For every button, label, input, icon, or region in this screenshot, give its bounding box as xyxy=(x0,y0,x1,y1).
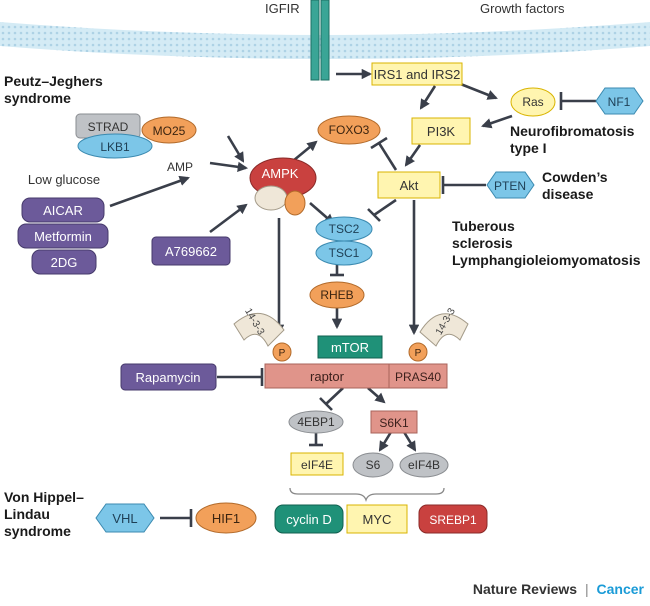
svg-text:Tuberous: Tuberous xyxy=(452,218,515,234)
nf1-node[interactable] xyxy=(595,87,644,115)
ampk-beta-subunit xyxy=(284,190,306,216)
svg-text:Cowden’s: Cowden’s xyxy=(542,169,608,185)
journal-section: Cancer xyxy=(597,581,645,597)
s6k1-node[interactable] xyxy=(370,410,418,434)
svg-text:Peutz–Jeghers: Peutz–Jeghers xyxy=(4,73,103,89)
strad-label: STRAD xyxy=(88,120,129,134)
connectors xyxy=(109,68,596,527)
rheb-label: RHEB xyxy=(320,288,353,302)
myc-label: MYC xyxy=(363,512,392,527)
s6-node[interactable] xyxy=(352,452,394,478)
pi3k-label: PI3K xyxy=(427,124,456,139)
pi3k-node[interactable] xyxy=(411,117,471,145)
ebp1-node[interactable] xyxy=(288,410,344,434)
target-bracket xyxy=(289,487,445,503)
phosphate-left-label: P xyxy=(279,348,286,359)
svg-text:Lymphangioleiomyomatosis: Lymphangioleiomyomatosis xyxy=(452,252,641,268)
myc-node[interactable] xyxy=(346,504,408,534)
phosphate-right xyxy=(408,342,428,362)
srebp1-label: SREBP1 xyxy=(429,513,477,527)
eif4b-label: eIF4B xyxy=(408,458,440,472)
vhl-label: VHL xyxy=(112,511,137,526)
journal-credit: Nature Reviews | Cancer xyxy=(473,581,645,597)
nf1-label: NF1 xyxy=(608,95,631,109)
irs-label: IRS1 and IRS2 xyxy=(374,67,461,82)
dg2-label: 2DG xyxy=(51,255,78,270)
low-glucose-label: Low glucose xyxy=(28,172,100,187)
foxo3-label: FOXO3 xyxy=(329,123,370,137)
growth-factors-label: Growth factors xyxy=(480,1,565,16)
tsc1-node[interactable] xyxy=(315,240,373,266)
svg-text:sclerosis: sclerosis xyxy=(452,235,513,251)
ampk-gamma-subunit xyxy=(254,185,288,211)
hif1-node[interactable] xyxy=(195,502,257,534)
eif4b-node[interactable] xyxy=(399,452,449,478)
eif4e-label: eIF4E xyxy=(301,458,333,472)
cyclin-d-label: cyclin D xyxy=(286,512,332,527)
srebp1-node[interactable] xyxy=(418,504,488,534)
tsc1-label: TSC1 xyxy=(329,246,360,260)
raptor-label: raptor xyxy=(310,369,345,384)
journal-separator: | xyxy=(585,581,589,597)
akt-node[interactable] xyxy=(377,171,441,199)
s6-label: S6 xyxy=(366,458,381,472)
ras-node[interactable] xyxy=(510,87,556,117)
ebp1-label: 4EBP1 xyxy=(297,415,335,429)
akt-label: Akt xyxy=(400,178,419,193)
s6k1-label: S6K1 xyxy=(379,416,409,430)
lkb1-label: LKB1 xyxy=(100,140,130,154)
pten-node[interactable] xyxy=(486,171,535,199)
rapamycin-node[interactable] xyxy=(120,363,217,391)
mo25-label: MO25 xyxy=(153,124,186,138)
tsc2-label: TSC2 xyxy=(329,222,360,236)
svg-text:Lindau: Lindau xyxy=(4,506,50,522)
phosphate-right-label: P xyxy=(415,348,422,359)
mtor-node[interactable] xyxy=(317,335,383,359)
svg-text:disease: disease xyxy=(542,186,594,202)
disease-cowden: Cowden’s disease xyxy=(542,169,608,202)
igf1r-label: IGFIR xyxy=(265,1,300,16)
metformin-label: Metformin xyxy=(34,229,92,244)
ras-label: Ras xyxy=(522,95,543,109)
svg-text:type I: type I xyxy=(510,140,547,156)
aicar-node[interactable] xyxy=(21,197,105,223)
aicar-label: AICAR xyxy=(43,203,83,218)
ampk-label: AMPK xyxy=(262,166,299,181)
vhl-node[interactable] xyxy=(95,503,155,533)
rheb-node[interactable] xyxy=(309,281,365,309)
dg2-node[interactable] xyxy=(31,249,97,275)
disease-peutz-jeghers: Peutz–Jeghers syndrome xyxy=(4,73,103,106)
a769662-node[interactable] xyxy=(151,236,231,266)
disease-neurofibromatosis: Neurofibromatosis type I xyxy=(510,123,635,156)
svg-text:syndrome: syndrome xyxy=(4,90,71,106)
journal-name: Nature Reviews xyxy=(473,581,577,597)
protein-1433-right xyxy=(419,313,469,347)
disease-tuberous-sclerosis: Tuberous sclerosis Lymphangioleiomyomato… xyxy=(452,218,641,268)
amp-label: AMP xyxy=(167,160,193,174)
pras40-label: PRAS40 xyxy=(395,370,441,384)
mo25-node[interactable] xyxy=(141,116,197,144)
irs-node[interactable] xyxy=(371,62,463,86)
raptor-node[interactable] xyxy=(264,363,390,389)
hif1-label: HIF1 xyxy=(212,511,240,526)
svg-text:Neurofibromatosis: Neurofibromatosis xyxy=(510,123,635,139)
cyclin-d-node[interactable] xyxy=(274,504,344,534)
protein-1433-left xyxy=(233,312,285,347)
rapamycin-label: Rapamycin xyxy=(135,370,200,385)
mtor-label: mTOR xyxy=(331,340,369,355)
foxo3-node[interactable] xyxy=(317,115,381,145)
pten-label: PTEN xyxy=(494,179,526,193)
svg-text:syndrome: syndrome xyxy=(4,523,71,539)
pras40-node[interactable] xyxy=(388,363,448,389)
disease-von-hippel-lindau: Von Hippel– Lindau syndrome xyxy=(4,489,84,539)
svg-text:Von Hippel–: Von Hippel– xyxy=(4,489,84,505)
phosphate-left xyxy=(272,342,292,362)
igf1r-receptor xyxy=(310,0,330,81)
metformin-node[interactable] xyxy=(17,223,109,249)
a769662-label: A769662 xyxy=(165,244,217,259)
lkb1-node[interactable] xyxy=(77,133,153,159)
eif4e-node[interactable] xyxy=(290,452,344,476)
